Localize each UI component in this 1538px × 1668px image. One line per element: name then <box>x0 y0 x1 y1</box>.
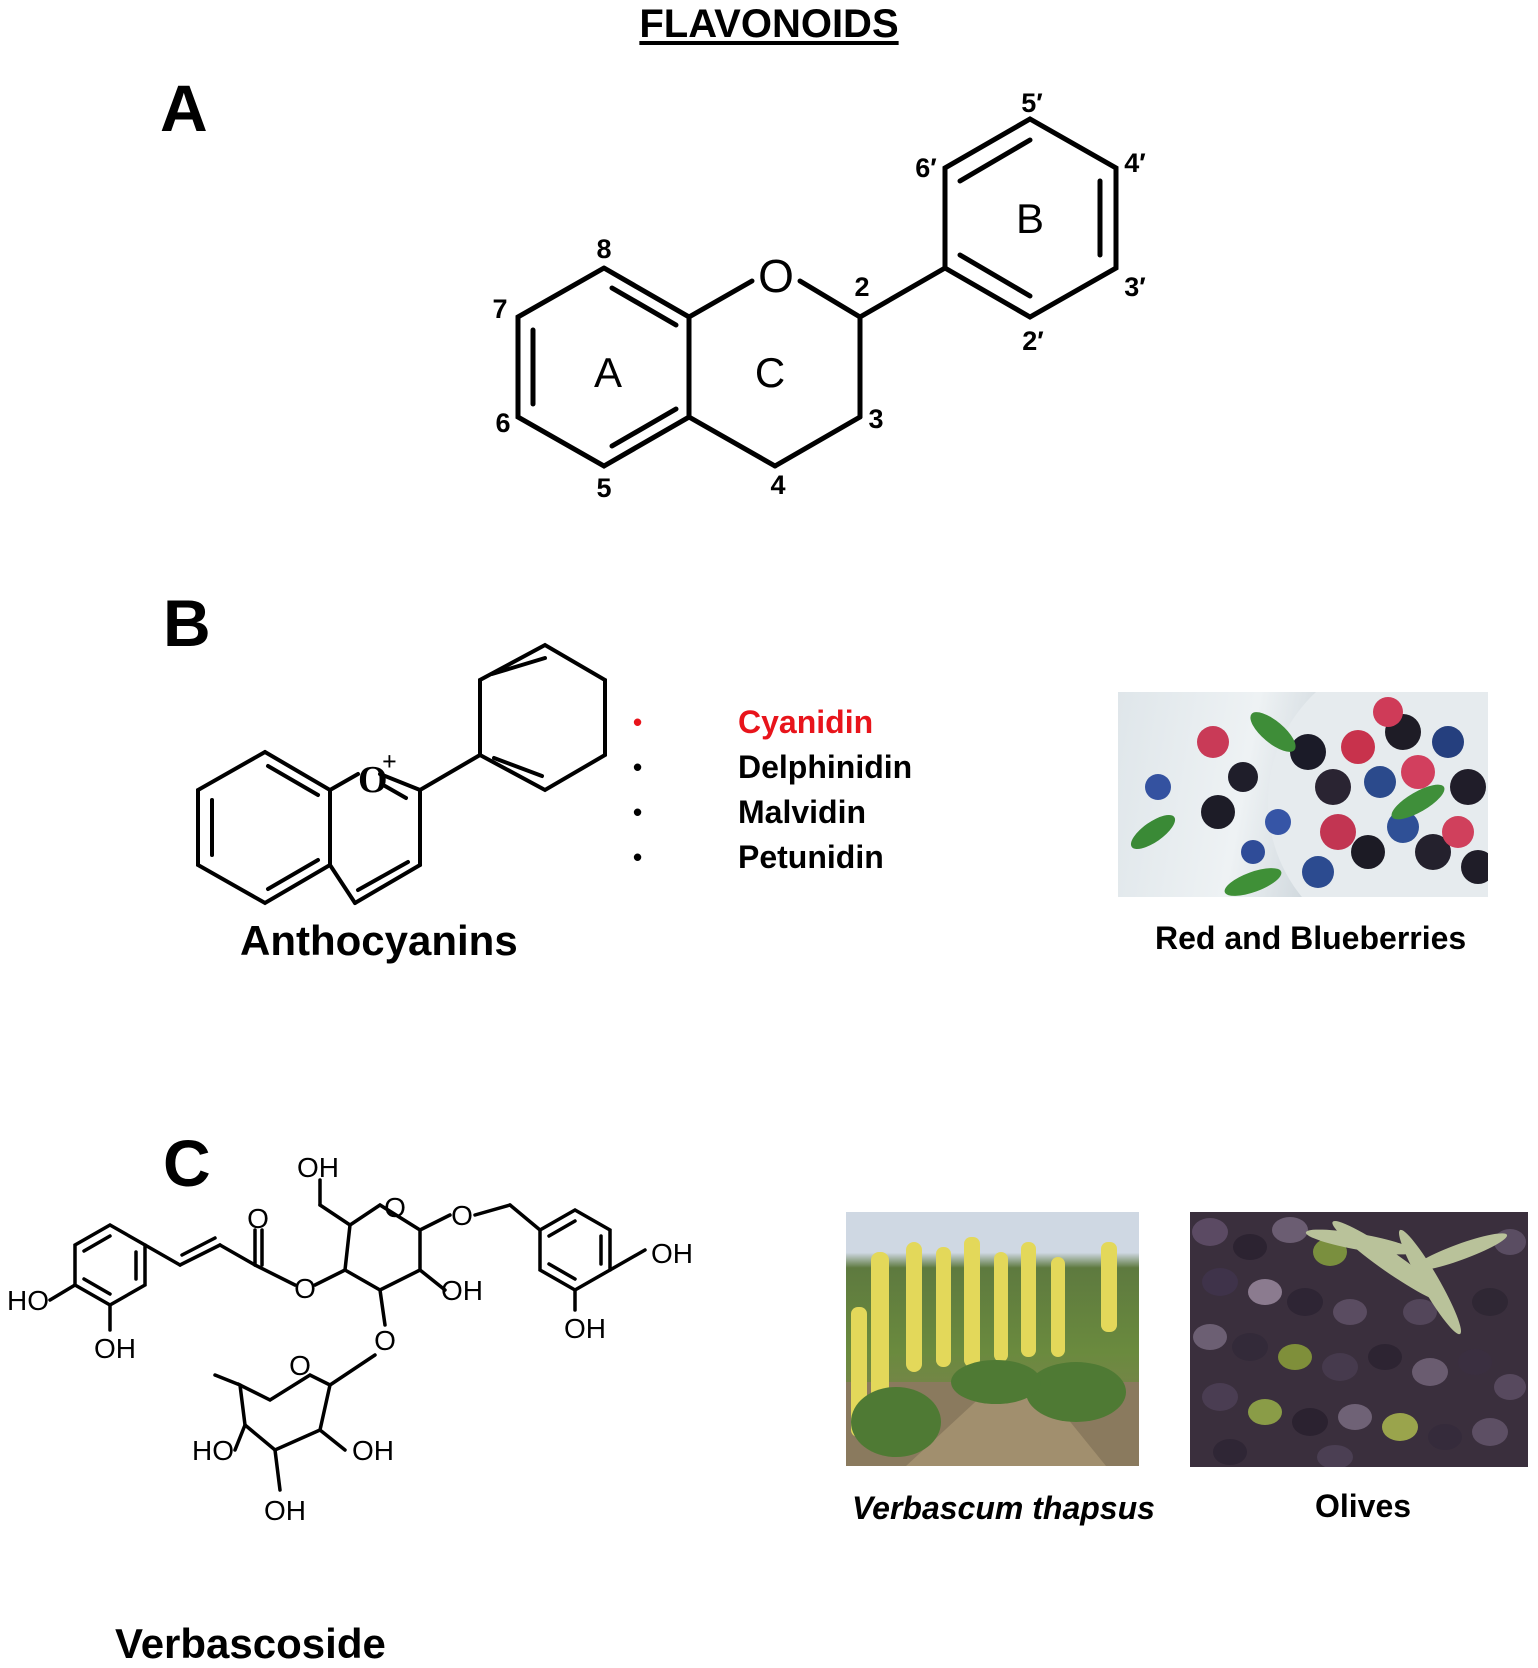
list-item: • Petunidin <box>630 835 912 880</box>
glucose-ring-oxygen: O <box>384 1192 406 1223</box>
anthocyanin-structure: O + <box>196 642 607 906</box>
olives-photo <box>1190 1212 1528 1467</box>
verbascoside-caption: Verbascoside <box>115 1620 386 1667</box>
list-item: • Malvidin <box>630 790 912 835</box>
ring-b-label: B <box>1016 195 1044 242</box>
position-7: 7 <box>492 294 507 324</box>
bullet: • <box>633 842 643 872</box>
bullet: • <box>633 707 643 737</box>
positive-charge: + <box>382 747 397 776</box>
verbascum-photo <box>846 1212 1139 1466</box>
variant-malvidin: Malvidin <box>738 794 867 830</box>
caffeoyl-oh: OH <box>94 1333 136 1364</box>
position-6-prime: 6′ <box>915 153 937 183</box>
position-4: 4 <box>770 470 785 500</box>
ring-a-label: A <box>594 349 622 396</box>
catechol-oh-para: OH <box>651 1238 693 1269</box>
rhamnose-oh-bottom: OH <box>264 1495 306 1526</box>
position-4-prime: 4′ <box>1124 148 1146 178</box>
panel-a-label: A <box>160 71 208 145</box>
caffeoyl-ho: HO <box>7 1285 49 1316</box>
rhamnose-oh-right: OH <box>352 1435 394 1466</box>
flavan-skeleton-structure: O A C B 8 7 6 5 4 3 2 2′ 3′ 4′ 5′ 6′ <box>492 88 1146 503</box>
variant-petunidin: Petunidin <box>738 839 884 875</box>
anthocyanidin-list: • Cyanidin • Delphinidin • Malvidin • Pe… <box>630 700 912 880</box>
variant-delphinidin: Delphinidin <box>738 749 913 785</box>
position-3-prime: 3′ <box>1124 272 1146 302</box>
bullet: • <box>633 752 643 782</box>
position-3: 3 <box>868 404 883 434</box>
carbonyl-oxygen: O <box>247 1203 269 1234</box>
variant-cyanidin: Cyanidin <box>738 704 874 740</box>
panel-c-label: C <box>163 1126 211 1200</box>
ester-oxygen: O <box>294 1273 316 1304</box>
position-5-prime: 5′ <box>1021 88 1043 118</box>
anthocyanins-caption: Anthocyanins <box>240 917 518 964</box>
oxygen-atom: O <box>758 250 794 302</box>
rhamnose-ho: HO <box>192 1435 234 1466</box>
figure-title: FLAVONOIDS <box>639 2 899 46</box>
glucose-ch2oh-oh: OH <box>297 1152 339 1183</box>
olives-caption: Olives <box>1315 1488 1412 1524</box>
position-6: 6 <box>495 408 510 438</box>
catechol-oh-meta: OH <box>564 1313 606 1344</box>
berries-photo <box>1118 692 1488 897</box>
position-2-prime: 2′ <box>1022 326 1044 356</box>
glucose-oh: OH <box>441 1275 483 1306</box>
glycosidic-oxygen: O <box>451 1200 473 1231</box>
rhamnoside-link-oxygen: O <box>374 1325 396 1356</box>
oxonium-oxygen: O <box>358 759 388 801</box>
rhamnose-ring-oxygen: O <box>289 1350 311 1381</box>
panel-b-label: B <box>163 586 211 660</box>
bullet: • <box>633 797 643 827</box>
position-5: 5 <box>596 473 611 503</box>
position-8: 8 <box>596 234 611 264</box>
ring-c-label: C <box>755 349 785 396</box>
verbascoside-structure: OH O O O O OH O OH OH HO OH O HO OH OH <box>7 1152 693 1526</box>
berries-caption: Red and Blueberries <box>1155 920 1467 956</box>
position-2: 2 <box>854 272 869 302</box>
verbascum-caption: Verbascum thapsus <box>852 1490 1155 1526</box>
list-item: • Cyanidin <box>630 700 912 745</box>
list-item: • Delphinidin <box>630 745 912 790</box>
